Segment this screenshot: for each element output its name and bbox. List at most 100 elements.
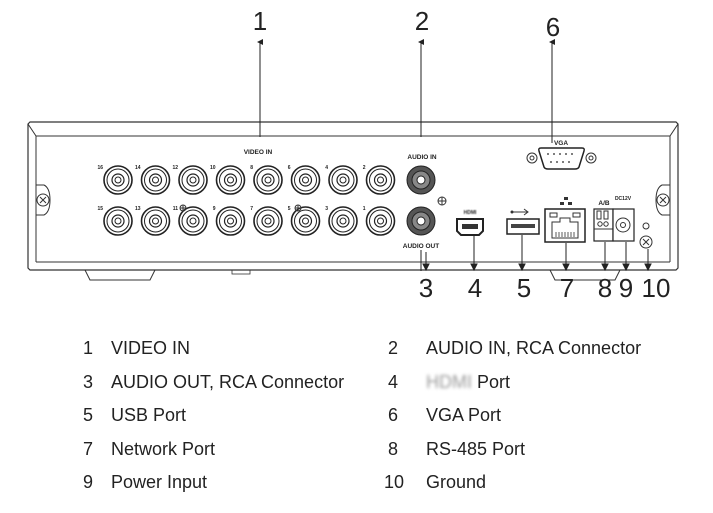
callout-number: 7	[560, 273, 574, 300]
bnc-connector: 10	[210, 165, 246, 195]
legend-label: USB Port	[111, 405, 187, 425]
legend-label: Network Port	[111, 439, 216, 459]
bnc-channel-number: 7	[250, 206, 253, 212]
bnc-connector: 12	[172, 165, 208, 195]
bnc-channel-number: 1	[363, 206, 366, 212]
audio-out-rca-connector	[406, 206, 436, 236]
legend-label: Ground	[426, 472, 487, 492]
audio-out-panel-label: AUDIO OUT	[403, 243, 440, 250]
chassis	[27, 121, 679, 281]
legend-label: RS-485 Port	[426, 439, 526, 459]
bnc-channel-number: 2	[363, 165, 366, 171]
bnc-channel-number: 6	[288, 165, 291, 171]
bnc-channel-number: 9	[213, 206, 216, 212]
legend-number: 2	[388, 338, 399, 358]
bnc-channel-number: 16	[97, 165, 103, 171]
audio-in-rca-connector	[406, 165, 436, 195]
legend-item: 6 VGA Port	[388, 405, 501, 426]
legend-number: 5	[83, 405, 94, 425]
callout-number: 2	[415, 6, 429, 36]
dc-panel-label: DC12V	[615, 196, 632, 202]
power-input-port	[612, 208, 635, 242]
legend-number: 4	[388, 372, 399, 392]
legend-label-blurred: HDMI	[426, 372, 472, 392]
bnc-connector: 6	[288, 165, 321, 195]
callout-number: 9	[619, 273, 633, 300]
legend-label: VGA Port	[426, 405, 502, 425]
callout-number: 5	[517, 273, 531, 300]
rs485-port	[593, 208, 614, 242]
audio-in-panel-label: AUDIO IN	[407, 154, 437, 161]
legend-item: 9 Power Input	[83, 472, 207, 493]
screw-right-icon	[655, 184, 670, 216]
bnc-connector: 8	[250, 165, 283, 195]
bnc-connector: 1	[363, 206, 396, 236]
video-in-panel-label: VIDEO IN	[244, 149, 273, 156]
usb-port	[506, 218, 540, 235]
vga-panel-label: VGA	[554, 140, 568, 147]
legend-item: 2 AUDIO IN, RCA Connector	[388, 338, 641, 359]
bnc-channel-number: 14	[135, 165, 141, 171]
vga-port	[526, 147, 597, 170]
hdmi-panel-label: HDMI	[464, 210, 477, 216]
legend-number: 3	[83, 372, 94, 392]
ab-panel-label: A/B	[598, 200, 610, 207]
bnc-connector: 4	[325, 165, 358, 195]
network-port	[544, 208, 586, 243]
bnc-connector: 16	[97, 165, 133, 195]
bnc-channel-number: 3	[325, 206, 328, 212]
bnc-connector: 9	[213, 206, 246, 236]
bnc-channel-number: 12	[172, 165, 178, 171]
bnc-connectors: 16 14 12 10 8 6 4 2 15 13 11 9 7 5 3 1	[97, 165, 396, 236]
usb-icon	[510, 208, 529, 216]
legend-item: 5 USB Port	[83, 405, 186, 426]
ground-mark-icon	[437, 196, 447, 206]
bnc-channel-number: 5	[288, 206, 291, 212]
legend-number: 6	[388, 405, 399, 425]
bnc-connector: 14	[135, 165, 171, 195]
ground-mark-icon	[179, 204, 302, 212]
bnc-connector: 2	[363, 165, 396, 195]
bnc-channel-number: 10	[210, 165, 216, 171]
legend-item: 4 HDMI Port	[388, 372, 510, 393]
legend-item: 1 VIDEO IN	[83, 338, 190, 359]
legend-number: 7	[83, 439, 94, 459]
legend-number: 8	[388, 439, 399, 459]
ground-terminal-icon	[639, 222, 653, 249]
legend-label: AUDIO OUT, RCA Connector	[111, 372, 345, 392]
bnc-connector: 5	[288, 206, 321, 236]
callout-lines-bottom	[422, 235, 652, 272]
callout-number: 10	[642, 273, 671, 300]
callout-number: 6	[546, 12, 560, 42]
callout-number: 1	[253, 6, 267, 36]
bnc-connector: 11	[173, 206, 208, 236]
legend-label: AUDIO IN, RCA Connector	[426, 338, 642, 358]
bnc-connector: 3	[325, 206, 358, 236]
bnc-connector: 7	[250, 206, 283, 236]
bnc-channel-number: 11	[173, 206, 179, 212]
callout-number: 8	[598, 273, 612, 300]
callout-number: 3	[419, 273, 433, 300]
bnc-channel-number: 8	[250, 165, 253, 171]
network-icon	[560, 197, 572, 205]
legend-label: Power Input	[111, 472, 208, 492]
callout-lines	[257, 39, 555, 271]
legend-item: 10 Ground	[384, 472, 486, 493]
bnc-channel-number: 4	[325, 165, 328, 171]
screw-left-icon	[36, 184, 51, 216]
bnc-connector: 15	[97, 206, 133, 236]
hdmi-port	[456, 218, 484, 236]
legend-number: 10	[384, 472, 405, 492]
legend-item: 7 Network Port	[83, 439, 215, 460]
legend-number: 9	[83, 472, 94, 492]
legend-label: VIDEO IN	[111, 338, 191, 358]
legend-item: 8 RS-485 Port	[388, 439, 525, 460]
legend-label: Port	[477, 372, 511, 392]
legend-number: 1	[83, 338, 94, 358]
bnc-channel-number: 13	[135, 206, 141, 212]
callout-number: 4	[468, 273, 482, 300]
legend-item: 3 AUDIO OUT, RCA Connector	[83, 372, 344, 393]
bnc-channel-number: 15	[97, 206, 103, 212]
bnc-connector: 13	[135, 206, 171, 236]
